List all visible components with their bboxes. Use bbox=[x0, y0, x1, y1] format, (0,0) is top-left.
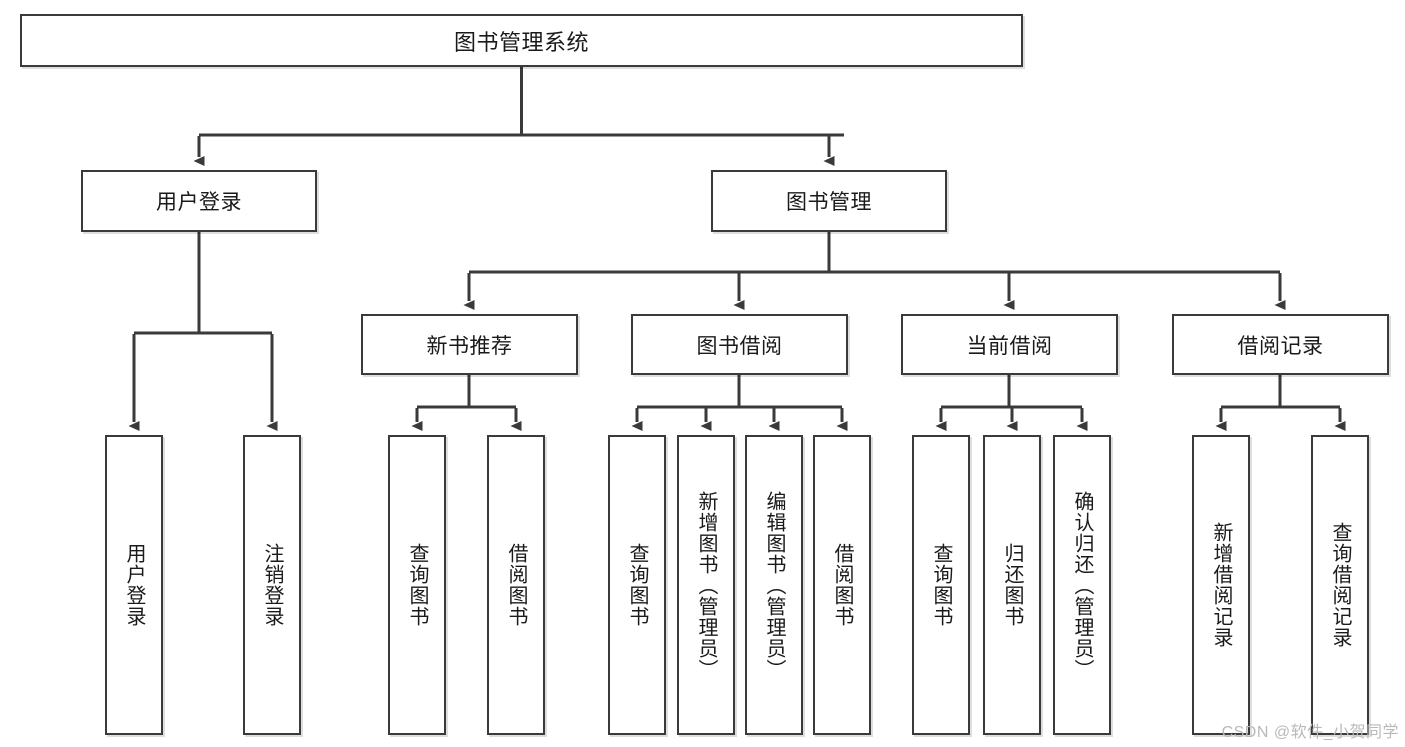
node-leaf-logout-login[interactable]: 注销登录 bbox=[243, 435, 301, 735]
node-book-borrow-label: 图书借阅 bbox=[696, 334, 783, 358]
node-leaf-confirm-return-admin-label: 确认归还（管理员） bbox=[1071, 490, 1093, 680]
node-book-manage[interactable]: 图书管理 bbox=[711, 170, 947, 232]
node-user-login[interactable]: 用户登录 bbox=[81, 170, 317, 232]
node-root-label: 图书管理系统 bbox=[453, 29, 589, 55]
node-book-manage-label: 图书管理 bbox=[786, 191, 872, 214]
node-leaf-user-login[interactable]: 用户登录 bbox=[105, 435, 163, 735]
node-leaf-borrow-book-1-label: 借阅图书 bbox=[505, 543, 527, 627]
node-leaf-query-book-2[interactable]: 查询图书 bbox=[608, 435, 666, 735]
node-borrow-record[interactable]: 借阅记录 bbox=[1172, 314, 1389, 375]
csdn-watermark: CSDN @软件_小贺同学 bbox=[1221, 724, 1399, 741]
node-leaf-return-book[interactable]: 归还图书 bbox=[983, 435, 1041, 735]
node-leaf-add-book-admin-label: 新增图书（管理员） bbox=[695, 490, 717, 680]
node-leaf-query-borrow-record-label: 查询借阅记录 bbox=[1329, 522, 1351, 648]
node-leaf-query-book-3-label: 查询图书 bbox=[930, 543, 952, 627]
node-leaf-query-book-3[interactable]: 查询图书 bbox=[912, 435, 970, 735]
node-leaf-borrow-book-2-label: 借阅图书 bbox=[831, 543, 853, 627]
node-root[interactable]: 图书管理系统 bbox=[20, 14, 1023, 67]
node-borrow-record-label: 借阅记录 bbox=[1237, 334, 1324, 358]
node-leaf-query-borrow-record[interactable]: 查询借阅记录 bbox=[1311, 435, 1369, 735]
node-leaf-add-book-admin[interactable]: 新增图书（管理员） bbox=[677, 435, 735, 735]
node-book-borrow[interactable]: 图书借阅 bbox=[631, 314, 848, 375]
node-new-book-recommend-label: 新书推荐 bbox=[426, 334, 513, 358]
node-leaf-borrow-book-1[interactable]: 借阅图书 bbox=[487, 435, 545, 735]
node-leaf-query-book-2-label: 查询图书 bbox=[626, 543, 648, 627]
node-leaf-borrow-book-2[interactable]: 借阅图书 bbox=[813, 435, 871, 735]
node-leaf-query-book-1-label: 查询图书 bbox=[406, 543, 428, 627]
node-leaf-add-borrow-record-label: 新增借阅记录 bbox=[1210, 522, 1232, 648]
node-current-borrow-label: 当前借阅 bbox=[966, 334, 1053, 358]
node-user-login-label: 用户登录 bbox=[156, 191, 242, 214]
node-new-book-recommend[interactable]: 新书推荐 bbox=[361, 314, 578, 375]
node-leaf-edit-book-admin-label: 编辑图书（管理员） bbox=[763, 490, 785, 680]
node-leaf-user-login-label: 用户登录 bbox=[123, 543, 145, 627]
node-leaf-logout-login-label: 注销登录 bbox=[261, 543, 283, 627]
node-current-borrow[interactable]: 当前借阅 bbox=[901, 314, 1118, 375]
node-leaf-edit-book-admin[interactable]: 编辑图书（管理员） bbox=[745, 435, 803, 735]
node-leaf-return-book-label: 归还图书 bbox=[1001, 543, 1023, 627]
node-leaf-query-book-1[interactable]: 查询图书 bbox=[388, 435, 446, 735]
node-leaf-confirm-return-admin[interactable]: 确认归还（管理员） bbox=[1053, 435, 1111, 735]
node-leaf-add-borrow-record[interactable]: 新增借阅记录 bbox=[1192, 435, 1250, 735]
